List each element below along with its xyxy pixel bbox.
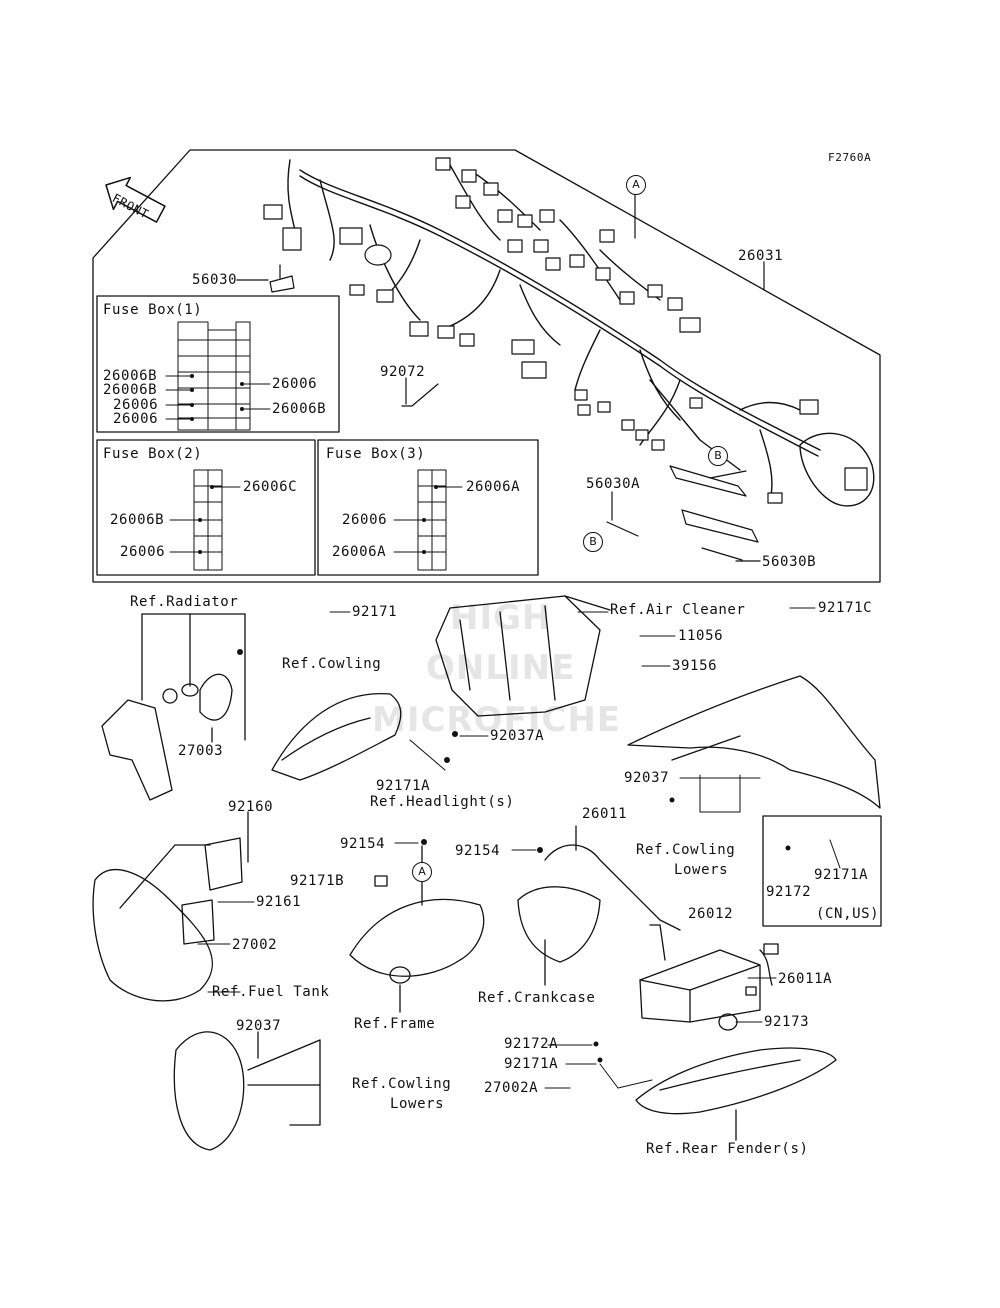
fuse-box-1-left-1: 26006B [103, 368, 158, 384]
ref-cowling-lowers-left-1: Ref.Cowling [352, 1076, 452, 1092]
part-11056: 11056 [678, 628, 724, 644]
part-92037A: 92037A [490, 728, 545, 744]
fuse-dots [190, 374, 438, 554]
ref-cowling-lowers-right-1: Ref.Cowling [636, 842, 736, 858]
callout-b-1: B [708, 446, 728, 466]
fuse-box-3-title: Fuse Box(3) [326, 446, 426, 462]
part-92161: 92161 [256, 894, 302, 910]
fuse-box-2-title: Fuse Box(2) [103, 446, 203, 462]
fuse-box-3-label-2: 26006 [342, 512, 388, 528]
part-92037-left: 92037 [236, 1018, 282, 1034]
part-92171A-region: 92171A [814, 867, 869, 883]
fuse-box-1-left-2: 26006B [103, 382, 158, 398]
ref-cowling-lowers-right-2: Lowers [674, 862, 729, 878]
ref-headlight: Ref.Headlight(s) [370, 794, 515, 810]
callout-a-top: A [626, 175, 646, 195]
ref-rear-fender: Ref.Rear Fender(s) [646, 1141, 809, 1157]
front-arrow [105, 176, 166, 223]
front-cowling-right [627, 675, 881, 809]
fuse-box-1-left-3: 26006 [113, 397, 159, 413]
fuse-box-frames [96, 295, 539, 576]
ref-fuel-tank: Ref.Fuel Tank [212, 984, 330, 1000]
lower-cowling-left [173, 1031, 321, 1151]
part-56030B: 56030B [762, 554, 817, 570]
watermark-line-3: MICROFICHE [372, 700, 622, 740]
part-92171A-headlight: 92171A [376, 778, 431, 794]
fuse-box-1-title: Fuse Box(1) [103, 302, 203, 318]
part-26012: 26012 [688, 906, 734, 922]
fuse-box-3-label-1: 26006A [466, 479, 521, 495]
watermark-line-2: ONLINE [426, 648, 576, 688]
ref-crankcase: Ref.Crankcase [478, 990, 596, 1006]
part-92154-left: 92154 [340, 836, 386, 852]
fuse-box-2-label-3: 26006 [120, 544, 166, 560]
battery-part [639, 924, 779, 1023]
callout-b-2: B [583, 532, 603, 552]
fuse-box-2-label-1: 26006C [243, 479, 298, 495]
part-27003: 27003 [178, 743, 224, 759]
fasteners [237, 649, 791, 1063]
part-92172: 92172 [766, 884, 812, 900]
part-92172A: 92172A [504, 1036, 559, 1052]
part-92160: 92160 [228, 799, 274, 815]
harness-frame [92, 149, 881, 583]
fuse-box-1-grid [177, 321, 251, 431]
harness-boot [799, 432, 875, 507]
ref-air-cleaner: Ref.Air Cleaner [610, 602, 746, 618]
watermark-line-1: HIGH [450, 598, 552, 638]
fuse-box-2-label-2: 26006B [110, 512, 165, 528]
fuse-box-1-left-4: 26006 [113, 411, 159, 427]
part-56030: 56030 [192, 272, 238, 288]
crankcase-part [517, 825, 681, 986]
part-27002: 27002 [232, 937, 278, 953]
part-leaders [197, 607, 841, 1089]
part-56030A: 56030A [586, 476, 641, 492]
part-26011A: 26011A [778, 971, 833, 987]
cowling-part [271, 693, 402, 781]
part-92154-right: 92154 [455, 843, 501, 859]
ref-cowling-lowers-left-2: Lowers [390, 1096, 445, 1112]
part-27002A: 27002A [484, 1080, 539, 1096]
part-92037-right: 92037 [624, 770, 670, 786]
fuse-box-3-label-3: 26006A [332, 544, 387, 560]
ref-cowling: Ref.Cowling [282, 656, 382, 672]
region-box [762, 815, 882, 927]
part-92171A-rear: 92171A [504, 1056, 559, 1072]
part-26011: 26011 [582, 806, 628, 822]
callout-a-frame: A [412, 862, 432, 882]
harness-connectors [263, 157, 868, 504]
part-39156: 39156 [672, 658, 718, 674]
ref-radiator: Ref.Radiator [130, 594, 239, 610]
part-92173: 92173 [764, 1014, 810, 1030]
fuse-box-1-right-2: 26006B [272, 401, 327, 417]
part-26031: 26031 [738, 248, 784, 264]
part-92072: 92072 [380, 364, 426, 380]
figure-code: F2760A [828, 151, 872, 164]
fuse-leaders [165, 375, 463, 553]
part-92171C: 92171C [818, 600, 873, 616]
radiator-parts [101, 613, 246, 801]
part-92171B: 92171B [290, 873, 345, 889]
rear-fender-part [635, 1013, 837, 1141]
fuel-tank-area [92, 811, 249, 1002]
ref-frame: Ref.Frame [354, 1016, 436, 1032]
harness-small-parts [236, 191, 765, 562]
air-cleaner-part [435, 595, 611, 717]
part-92171: 92171 [352, 604, 398, 620]
fuse-box-1-right-1: 26006 [272, 376, 318, 392]
region-note: (CN,US) [816, 906, 880, 922]
